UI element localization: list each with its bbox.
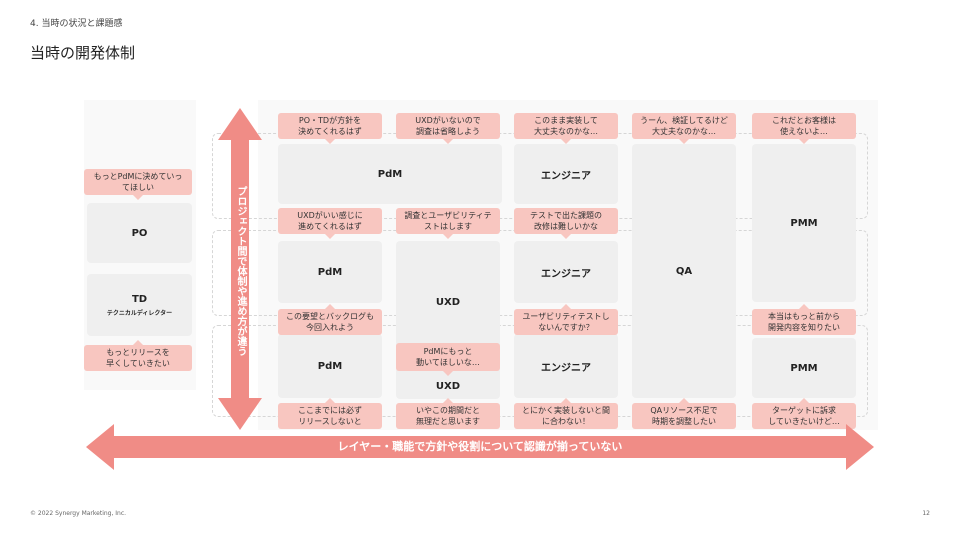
- engineer-label-1: エンジニア: [541, 170, 591, 182]
- speech-bubble-pmm-bottom: ターゲットに訴求 していきたいけど…: [752, 398, 856, 429]
- page-number: 12: [922, 510, 930, 517]
- qa-label: QA: [675, 265, 693, 277]
- pmm-box-top: PMM: [752, 144, 856, 302]
- qa-box: QA: [632, 144, 736, 398]
- pdm-label-3: PdM: [317, 360, 343, 372]
- speech-bubble-uxd-mid: 調査とユーザビリティテ ストはします: [396, 208, 500, 239]
- speech-bubble-pdm-mid: UXDがいい感じに 進めてくれるはず: [278, 208, 382, 239]
- pdm-box-mid: PdM: [278, 241, 382, 303]
- vertical-double-arrow: [218, 108, 262, 430]
- uxd-label: UXD: [435, 296, 461, 308]
- speech-bubble-pdm-top: PO・TDが方針を 決めてくれるはず: [278, 113, 382, 144]
- speech-bubble-pmm-top: これだとお客様は 使えないよ…: [752, 113, 856, 144]
- speech-bubble-engineer-top: このまま実装して 大丈夫なのかな…: [514, 113, 618, 144]
- pdm-label-1: PdM: [377, 168, 403, 180]
- horizontal-arrow-label: レイヤー・職能で方針や役割について認識が揃っていない: [337, 440, 623, 453]
- td-speech-bubble: もっとリリースを 早くしていきたい: [84, 340, 192, 371]
- horizontal-double-arrow: [86, 424, 874, 470]
- engineer-label-3: エンジニア: [541, 362, 591, 374]
- speech-bubble-engineer-bottom: とにかく実装しないと間 に合わない！: [514, 398, 618, 429]
- speech-bubble-qa-top: うーん、検証してるけど 大丈夫なのかな…: [632, 113, 736, 144]
- po-label: PO: [131, 227, 148, 239]
- speech-bubble-pdm-low: この要望とバックログも 今回入れよう: [278, 304, 382, 335]
- vertical-arrow-label: プロジェクト間で体制や進め方が違う: [235, 186, 246, 356]
- pdm-box-low: PdM: [278, 334, 382, 398]
- td-label: TD: [131, 293, 148, 305]
- speech-bubble-uxd-low: PdMにもっと 動いてほしいな…: [396, 343, 500, 376]
- engineer-label-2: エンジニア: [541, 268, 591, 280]
- speech-bubble-qa-bottom: QAリソース不足で 時期を調整したい: [632, 398, 736, 429]
- speech-bubble-uxd-top: UXDがいないので 調査は省略しよう: [396, 113, 500, 144]
- pmm-label-2: PMM: [790, 362, 818, 374]
- speech-bubble-pdm-bottom: ここまでには必ず リリースしないと: [278, 398, 382, 429]
- engineer-box-top: エンジニア: [514, 144, 618, 204]
- po-box: PO: [87, 203, 192, 263]
- td-sublabel: テクニカルディレクター: [106, 309, 173, 317]
- breadcrumb: 4. 当時の状況と課題感: [30, 19, 123, 29]
- speech-bubble-pmm-low: 本当はもっと前から 開発内容を知りたい: [752, 304, 856, 335]
- pdm-box-top: PdM: [278, 144, 502, 204]
- page-title: 当時の開発体制: [30, 44, 136, 62]
- td-box: TD テクニカルディレクター: [87, 274, 192, 336]
- copyright: © 2022 Synergy Marketing, Inc.: [30, 510, 127, 517]
- uxd-label-bottom: UXD: [435, 381, 461, 392]
- speech-bubble-uxd-bottom: いやこの期間だと 無理だと思います: [396, 398, 500, 429]
- speech-bubble-engineer-low: ユーザビリティテストし ないんですか？: [514, 304, 618, 335]
- engineer-box-mid: エンジニア: [514, 241, 618, 303]
- pdm-label-2: PdM: [317, 266, 343, 278]
- pmm-box-low: PMM: [752, 338, 856, 398]
- speech-bubble-engineer-mid: テストで出た課題の 改修は難しいかな: [514, 208, 618, 239]
- engineer-box-low: エンジニア: [514, 334, 618, 398]
- po-speech-bubble: もっとPdMに決めていっ てほしい: [84, 169, 192, 200]
- pmm-label-1: PMM: [790, 217, 818, 229]
